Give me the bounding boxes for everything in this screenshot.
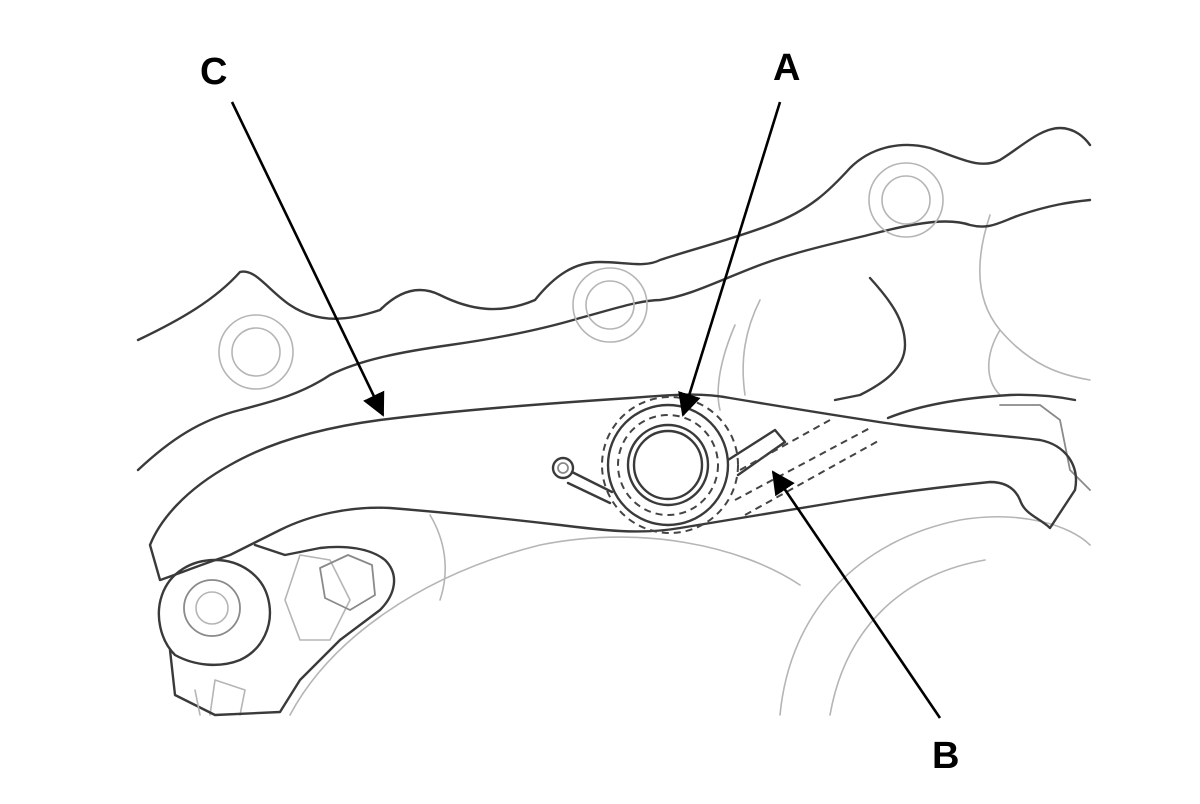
leader-line-c bbox=[230, 101, 385, 417]
lever-arm bbox=[148, 393, 1078, 582]
callout-label-c: C bbox=[200, 51, 227, 93]
leader-lines bbox=[230, 101, 942, 719]
upper-flange bbox=[136, 126, 1092, 472]
leader-line-a bbox=[678, 101, 782, 417]
pivot-bolt bbox=[157, 543, 396, 717]
leader-line-b bbox=[771, 470, 942, 719]
right-bracket bbox=[833, 276, 1077, 420]
torsion-spring bbox=[551, 396, 881, 534]
callout-label-b: B bbox=[932, 735, 959, 777]
callout-label-a: A bbox=[773, 47, 800, 89]
